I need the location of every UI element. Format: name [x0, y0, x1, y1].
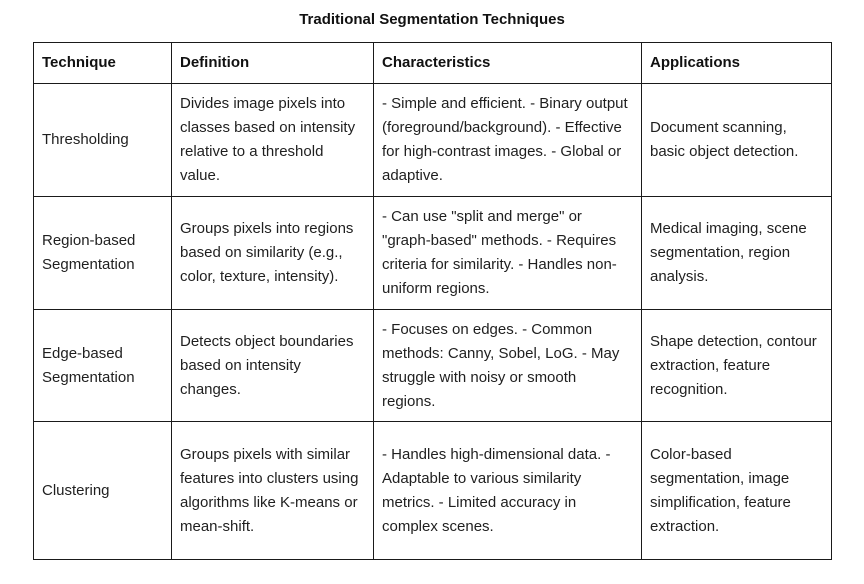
table-title: Traditional Segmentation Techniques	[299, 11, 565, 28]
cell-applications: Document scanning, basic object detectio…	[641, 83, 832, 197]
table-row: Region-based Segmentation Groups pixels …	[33, 196, 832, 310]
header-definition: Definition	[171, 42, 374, 84]
table-row: Thresholding Divides image pixels into c…	[33, 83, 832, 197]
table-header-row: Technique Definition Characteristics App…	[33, 42, 832, 84]
cell-definition: Groups pixels with similar features into…	[171, 421, 374, 560]
header-applications: Applications	[641, 42, 832, 84]
cell-technique: Edge-based Segmentation	[33, 309, 172, 422]
cell-technique: Thresholding	[33, 83, 172, 197]
cell-applications: Medical imaging, scene segmentation, reg…	[641, 196, 832, 310]
cell-applications: Color-based segmentation, image simplifi…	[641, 421, 832, 560]
cell-characteristics: - Handles high-dimensional data. - Adapt…	[373, 421, 642, 560]
table-row: Edge-based Segmentation Detects object b…	[33, 309, 832, 422]
cell-definition: Detects object boundaries based on inten…	[171, 309, 374, 422]
cell-definition: Groups pixels into regions based on simi…	[171, 196, 374, 310]
cell-characteristics: - Simple and efficient. - Binary output …	[373, 83, 642, 197]
cell-characteristics: - Focuses on edges. - Common methods: Ca…	[373, 309, 642, 422]
header-characteristics: Characteristics	[373, 42, 642, 84]
table-row: Clustering Groups pixels with similar fe…	[33, 421, 832, 560]
header-technique: Technique	[33, 42, 172, 84]
cell-technique: Region-based Segmentation	[33, 196, 172, 310]
cell-characteristics: - Can use "split and merge" or "graph-ba…	[373, 196, 642, 310]
cell-applications: Shape detection, contour extraction, fea…	[641, 309, 832, 422]
cell-technique: Clustering	[33, 421, 172, 560]
cell-definition: Divides image pixels into classes based …	[171, 83, 374, 197]
segmentation-table: Technique Definition Characteristics App…	[33, 42, 832, 560]
